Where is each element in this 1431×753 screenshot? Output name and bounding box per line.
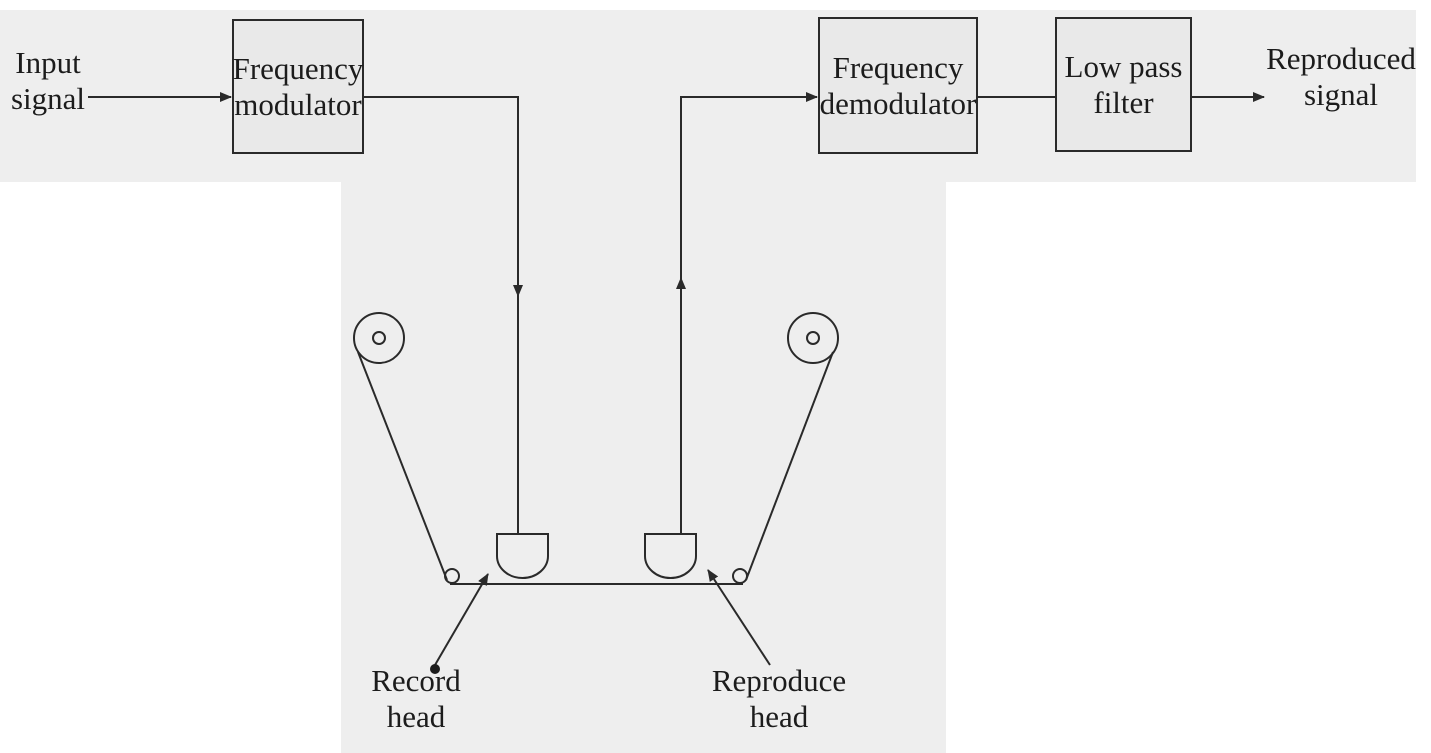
modulator-line2: modulator — [234, 86, 362, 122]
input-signal-line2: signal — [10, 81, 86, 116]
record-head-pointer — [434, 573, 489, 666]
filter-line1: Low pass — [1064, 48, 1183, 84]
record-head-label: Record head — [360, 663, 472, 735]
reproduce-head-pointer — [707, 569, 771, 666]
record-head-line2: head — [386, 699, 446, 734]
frequency-demodulator-block: Frequency demodulator — [818, 17, 978, 154]
reproduce-to-demodulator-wire — [680, 92, 818, 278]
right-guide-roller — [732, 568, 748, 584]
tape-left — [357, 351, 448, 581]
input-signal-label: Input signal — [6, 45, 90, 117]
tape-right — [745, 351, 834, 581]
reproduced-signal-line2: signal — [1303, 77, 1379, 112]
demodulator-line2: demodulator — [819, 85, 977, 121]
modulator-line1: Frequency — [232, 50, 364, 86]
reproduce-head-line2: head — [749, 699, 809, 734]
demodulator-line1: Frequency — [832, 49, 964, 85]
modulator-to-record-wire — [362, 96, 523, 297]
diagram-background-center — [341, 182, 946, 753]
input-signal-line1: Input — [15, 45, 81, 80]
filter-line2: filter — [1093, 84, 1154, 120]
low-pass-filter-block: Low pass filter — [1055, 17, 1192, 152]
reproduce-head-shape — [644, 533, 697, 579]
left-guide-roller — [444, 568, 460, 584]
reproduce-head-label: Reproduce head — [702, 663, 856, 735]
supply-reel — [353, 312, 405, 364]
reproduced-signal-line1: Reproduced — [1266, 41, 1416, 76]
takeup-reel — [787, 312, 839, 364]
frequency-modulator-block: Frequency modulator — [232, 19, 364, 154]
record-head-shape — [496, 533, 549, 579]
reproduced-signal-label: Reproduced signal — [1262, 41, 1420, 113]
record-head-line1: Record — [371, 663, 461, 698]
reproduce-head-line1: Reproduce — [711, 663, 847, 698]
